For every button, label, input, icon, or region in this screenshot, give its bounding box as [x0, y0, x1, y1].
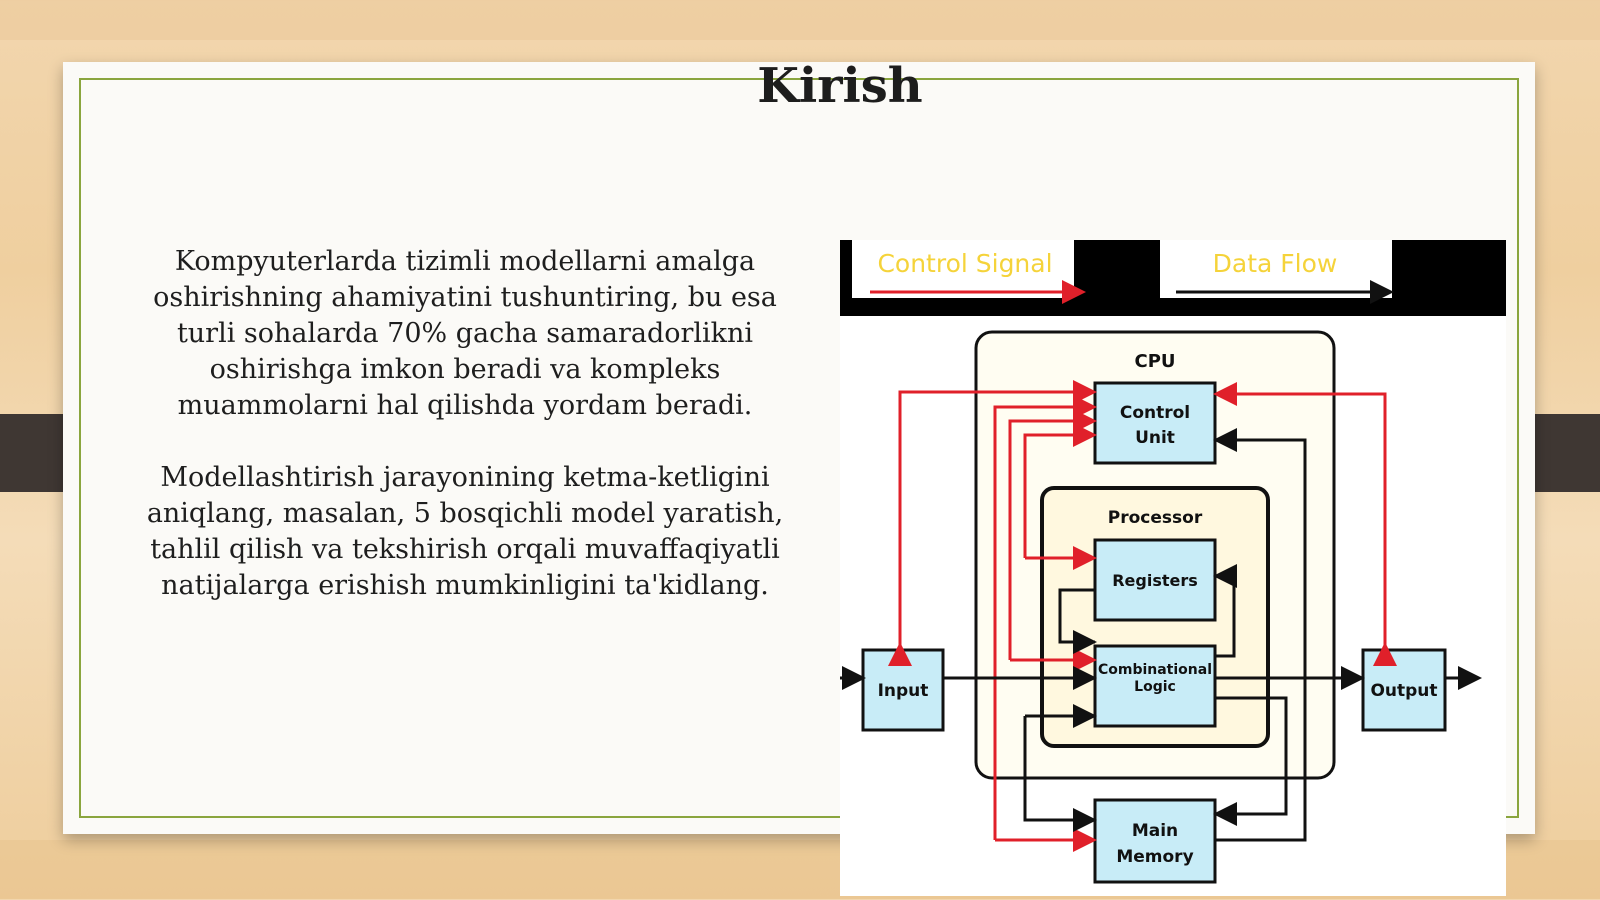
control-unit-line1: Control: [1120, 403, 1190, 423]
input-label: Input: [878, 681, 929, 701]
combinational-logic-line2: Logic: [1134, 679, 1176, 695]
paragraph-2: Modellashtirish jarayonining ketma-ketli…: [146, 462, 784, 601]
registers-label: Registers: [1112, 571, 1198, 590]
slide-border: [79, 78, 1519, 818]
data-flow-arrows: [840, 428, 1482, 842]
control-unit-block: [1093, 381, 1217, 465]
cpu-label: CPU: [1134, 351, 1175, 372]
processor-label: Processor: [1108, 508, 1203, 528]
legend-control-signal-label: Control Signal: [877, 249, 1052, 278]
control-unit-line2: Unit: [1135, 428, 1175, 448]
control-signal-arrows: [888, 380, 1397, 852]
output-label: Output: [1370, 681, 1437, 701]
cpu-architecture-diagram: Control Signal Data Flow CPU Processor C…: [840, 240, 1506, 896]
legend-data-box: [1160, 240, 1392, 298]
paragraph-1: Kompyuterlarda tizimli modellarni amalga…: [153, 246, 777, 421]
combinational-logic-line1: Combinational: [1098, 662, 1212, 678]
slide-body: Kompyuterlarda tizimli modellarni amalga…: [125, 244, 805, 640]
legend-data-flow-label: Data Flow: [1213, 249, 1338, 278]
legend-control-box: [852, 240, 1074, 298]
main-memory-line1: Main: [1132, 821, 1178, 841]
main-memory-block: [1093, 798, 1217, 884]
main-memory-line2: Memory: [1116, 847, 1193, 867]
slide-title: Kirish: [757, 58, 923, 114]
